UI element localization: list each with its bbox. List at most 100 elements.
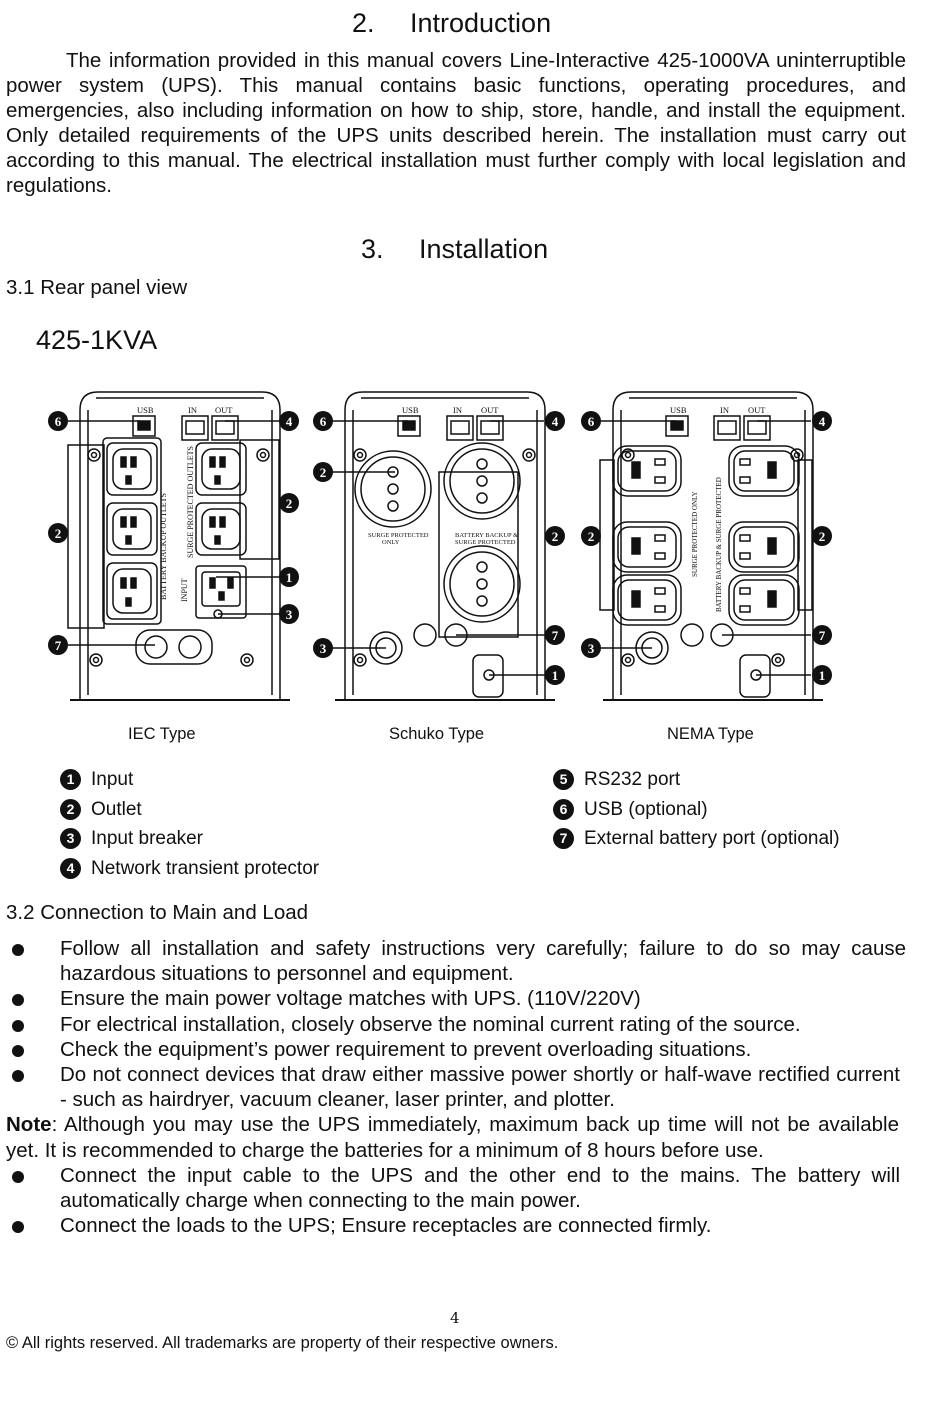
number-badge: 7 [553, 828, 574, 850]
callout-badges: 6 4 2 2 1 3 7 6 4 2 2 3 7 1 6 4 2 2 3 7 … [48, 411, 832, 685]
bullet-text: Do not connect devices that draw either … [60, 1063, 900, 1112]
callout-badge-7: 7 [48, 635, 68, 655]
iec-surge-label: SURGE PROTECTED OUTLETS [186, 446, 195, 558]
iec-out-label: OUT [215, 405, 233, 415]
callout-badge-2: 2 [48, 523, 68, 543]
callout-badge-4: 4 [812, 411, 832, 431]
legend-label: Outlet [91, 798, 142, 820]
callout-badge-7: 7 [545, 625, 565, 645]
svg-text:6: 6 [55, 414, 62, 429]
schuko-left-label-2: ONLY [382, 539, 400, 546]
callout-badge-7: 7 [812, 625, 832, 645]
schuko-out-label: OUT [481, 405, 499, 415]
number-badge: 3 [60, 828, 81, 850]
legend-label: Input [91, 769, 134, 790]
bullet-dot [12, 1070, 24, 1083]
legend-label: Input breaker [91, 828, 203, 849]
section-3-number: 3. [361, 234, 384, 264]
nema-battery-backup-label: BATTERY BACKUP & SURGE PROTECTED [715, 477, 723, 612]
legend-item: 2 Outlet [60, 795, 319, 825]
callout-badge-6: 6 [581, 411, 601, 431]
intro-paragraph: The information provided in this manual … [6, 49, 906, 197]
callout-badge-2: 2 [313, 462, 333, 482]
schuko-usb-label: USB [402, 405, 419, 415]
svg-text:3: 3 [286, 607, 293, 622]
schuko-right-label-2: SURGE PROTECTED [455, 539, 516, 546]
svg-text:2: 2 [55, 526, 62, 541]
number-badge: 1 [60, 769, 81, 791]
callout-badge-2: 2 [545, 526, 565, 546]
callout-badge-2: 2 [812, 526, 832, 546]
bullet-item: Do not connect devices that draw either … [6, 1062, 900, 1112]
bullet-item: Connect the loads to the UPS; Ensure rec… [6, 1213, 906, 1238]
svg-text:6: 6 [320, 414, 327, 429]
bullet-dot [12, 1019, 24, 1032]
legend-item: 6 USB (optional) [553, 795, 840, 825]
iec-input-label: INPUT [180, 578, 189, 602]
legend-label: External battery port (optional) [584, 828, 840, 849]
subsection-3-1-title: 3.1 Rear panel view [6, 276, 188, 299]
number-badge: 6 [553, 798, 574, 820]
callout-badge-3: 3 [313, 638, 333, 658]
svg-text:7: 7 [55, 638, 62, 653]
bullet-item: For electrical installation, closely obs… [6, 1012, 906, 1037]
bullet-dot [12, 1044, 24, 1057]
number-badge: 2 [60, 798, 81, 820]
bullet-dot [12, 1221, 24, 1234]
svg-text:4: 4 [286, 414, 293, 429]
subsection-3-2-title: 3.2 Connection to Main and Load [6, 901, 309, 924]
callout-badge-1: 1 [279, 567, 299, 587]
legend-item: 1 Input [60, 765, 319, 795]
nema-in-label: IN [720, 405, 729, 415]
caption-nema: NEMA Type [667, 725, 754, 743]
legend-label: USB (optional) [584, 798, 708, 820]
schuko-unit-drawing [335, 391, 555, 701]
svg-text:2: 2 [320, 465, 327, 480]
bullet-text: Check the equipment’s power requirement … [60, 1037, 752, 1061]
iec-usb-label: USB [137, 405, 154, 415]
rear-panel-figure: USB IN OUT BATTERY BACKUP OUTLETS SURGE … [48, 391, 832, 701]
nema-usb-label: USB [670, 405, 687, 415]
copyright-footer: © All rights reserved. All trademarks ar… [6, 1334, 559, 1352]
nema-out-label: OUT [748, 405, 766, 415]
callout-badge-3: 3 [581, 638, 601, 658]
bullet-item: Follow all installation and safety instr… [6, 936, 906, 986]
section-2-title: Introduction [410, 8, 552, 38]
svg-text:2: 2 [286, 496, 293, 511]
caption-iec: IEC Type [128, 725, 196, 743]
bullet-dot [12, 1170, 24, 1183]
bullet-item: Ensure the main power voltage matches wi… [6, 986, 906, 1011]
bullet-item: Check the equipment’s power requirement … [6, 1037, 906, 1062]
svg-text:4: 4 [819, 414, 826, 429]
iec-unit-drawing [67, 391, 290, 701]
model-label: 425-1KVA [36, 325, 158, 355]
page-number: 4 [450, 1309, 460, 1327]
legend-item: 3 Input breaker [60, 824, 319, 854]
bullet-item: Connect the input cable to the UPS and t… [6, 1163, 900, 1213]
legend-label: Network transient protector [91, 857, 320, 879]
callout-badge-6: 6 [313, 411, 333, 431]
svg-text:2: 2 [819, 529, 826, 544]
legend-label: RS232 port [584, 769, 681, 790]
section-2-number: 2. [352, 8, 375, 38]
section-3-title: Installation [419, 234, 549, 264]
note-label: Note [6, 1113, 52, 1137]
svg-text:3: 3 [588, 641, 595, 656]
note-paragraph: Note: Although you may use the UPS immed… [6, 1112, 899, 1162]
nema-unit-drawing [599, 391, 823, 701]
callout-badge-2: 2 [581, 526, 601, 546]
bullet-dot [12, 994, 24, 1007]
svg-text:1: 1 [552, 668, 559, 683]
number-badge: 5 [553, 769, 574, 791]
callout-lines [68, 420, 811, 676]
schuko-in-label: IN [453, 405, 462, 415]
iec-in-label: IN [188, 405, 197, 415]
callout-badge-4: 4 [545, 411, 565, 431]
iec-battery-backup-label: BATTERY BACKUP OUTLETS [159, 493, 168, 600]
callout-badge-1: 1 [545, 665, 565, 685]
svg-text:1: 1 [286, 570, 293, 585]
section-3-heading: 3. Installation [361, 234, 548, 265]
legend-item: 5 RS232 port [553, 765, 840, 795]
svg-text:7: 7 [819, 628, 826, 643]
